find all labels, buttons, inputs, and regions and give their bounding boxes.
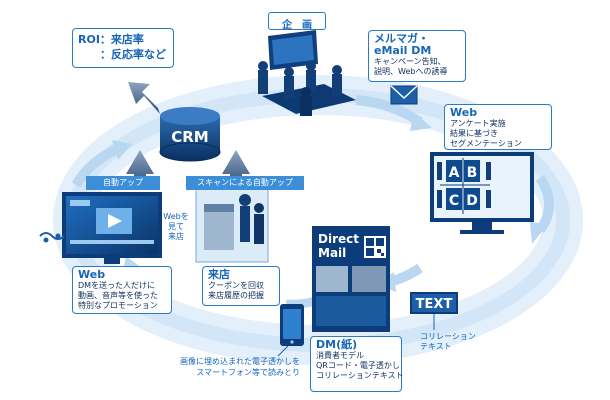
web-visit-line-1: Webを bbox=[163, 212, 189, 221]
mailmag-title-2: eMail DM bbox=[374, 44, 432, 57]
direct-mail-leaflet bbox=[312, 226, 390, 332]
dm-paper-line-1: 消費者モデル bbox=[316, 351, 364, 360]
crm-database-icon bbox=[159, 107, 221, 162]
visit-line-1: クーポンを回収 bbox=[208, 281, 264, 290]
web-segment-callout: Web アンケート実施 結果に基づき セグメンテーション bbox=[444, 104, 552, 150]
scan-auto-up-band: スキャンによる自動アップ bbox=[186, 176, 304, 190]
dm-paper-title: DM(紙) bbox=[316, 338, 358, 351]
smartphone-note-line-1: 画像に埋め込まれた電子透かしを bbox=[180, 357, 300, 366]
mailmag-callout: メルマガ・ eMail DM キャンペーン告知、 説明、Webへの誘導 bbox=[368, 30, 466, 82]
crm-feed-arrows bbox=[126, 150, 250, 186]
store-scanner-illustration bbox=[195, 185, 269, 263]
web-visit-line-2: 見て bbox=[168, 222, 184, 231]
segment-label-d: D bbox=[466, 193, 478, 209]
smartphone-icon bbox=[277, 304, 304, 357]
dm-paper-line-2: QRコード・電子透かし bbox=[316, 361, 400, 370]
web-promo-line-3: 特別なプロモーション bbox=[78, 301, 158, 310]
mailmag-title-1: メルマガ・ bbox=[374, 32, 429, 45]
direct-mail-line-1: Direct bbox=[318, 232, 359, 246]
segmentation-monitor: A B C D bbox=[430, 152, 534, 234]
roi-callout: ROI：来店率 ：反応率など bbox=[72, 28, 174, 68]
web-segment-line-2: 結果に基づき bbox=[450, 129, 498, 138]
web-promo-line-1: DMを送った人だけに bbox=[78, 281, 156, 290]
auto-up-band: 自動アップ bbox=[86, 176, 160, 190]
web-promo-callout: Web DMを送った人だけに 動画、音声等を使った 特別なプロモーション bbox=[72, 266, 172, 314]
smartphone-note: 画像に埋め込まれた電子透かしを スマートフォン等で読みとり bbox=[160, 356, 300, 378]
correlation-label: コリレーション テキスト bbox=[420, 332, 476, 352]
web-promo-line-2: 動画、音声等を使った bbox=[78, 291, 158, 300]
envelope-icon bbox=[390, 85, 418, 105]
correlation-line-1: コリレーション bbox=[420, 332, 476, 341]
web-segment-line-1: アンケート実施 bbox=[450, 119, 506, 128]
segment-label-b: B bbox=[467, 165, 478, 181]
direct-mail-wordmark: Direct Mail bbox=[318, 232, 359, 260]
direct-mail-line-2: Mail bbox=[318, 246, 347, 260]
roi-line-1: ROI：来店率 bbox=[78, 33, 144, 46]
dm-paper-line-3: コリレーションテキスト bbox=[316, 371, 404, 380]
correlation-line-2: テキスト bbox=[420, 342, 452, 351]
web-segment-title: Web bbox=[450, 106, 478, 119]
web-segment-line-3: セグメンテーション bbox=[450, 139, 522, 148]
planning-label: 企 画 bbox=[268, 12, 326, 31]
web-visit-line-3: 来店 bbox=[168, 232, 184, 241]
roi-line-2: ：反応率など bbox=[100, 48, 166, 61]
segment-label-c: C bbox=[449, 193, 459, 209]
dm-paper-callout: DM(紙) 消費者モデル QRコード・電子透かし コリレーションテキスト bbox=[310, 336, 404, 392]
text-badge-icon: TEXT bbox=[410, 292, 458, 330]
segment-label-a: A bbox=[449, 165, 460, 181]
mailmag-line-2: 説明、Webへの誘導 bbox=[374, 67, 448, 76]
text-badge-label: TEXT bbox=[416, 297, 453, 312]
visit-line-2: 来店履歴の把握 bbox=[208, 291, 264, 300]
web-promo-title: Web bbox=[78, 268, 106, 281]
crm-label: CRM bbox=[171, 128, 209, 146]
meeting-illustration bbox=[258, 30, 356, 116]
mailmag-line-1: キャンペーン告知、 bbox=[374, 57, 446, 66]
planning-label-text: 企 画 bbox=[282, 20, 312, 31]
web-video-monitor bbox=[39, 192, 162, 264]
visit-title: 来店 bbox=[208, 268, 230, 281]
web-visit-label: Webを 見て 来店 bbox=[160, 212, 192, 242]
roi-arrow bbox=[128, 82, 160, 114]
visit-callout: 来店 クーポンを回収 来店履歴の把握 bbox=[202, 266, 280, 306]
smartphone-note-line-2: スマートフォン等で読みとり bbox=[196, 368, 300, 377]
